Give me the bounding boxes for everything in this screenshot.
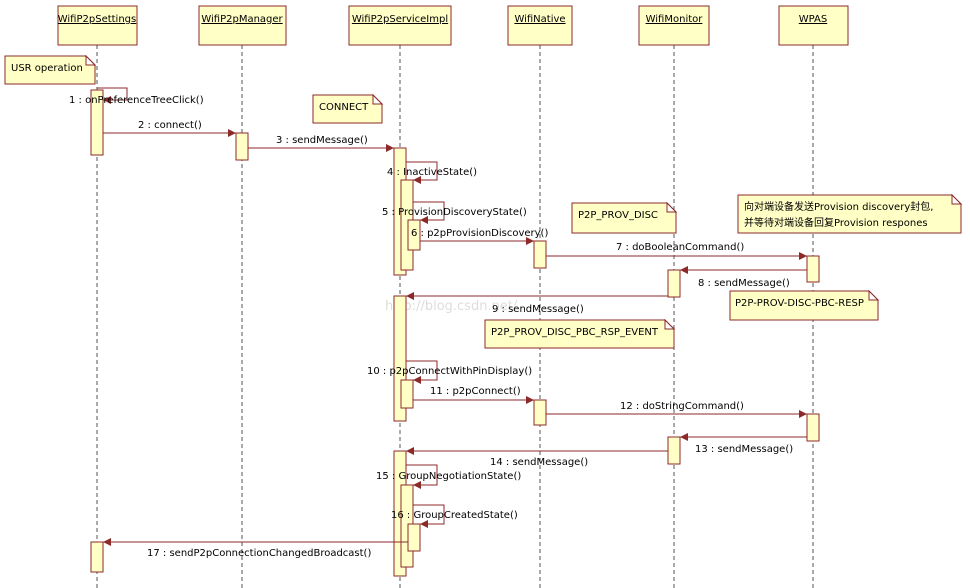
message-label-6: 6 : p2pProvisionDiscovery() (411, 228, 548, 239)
activation-manager-1 (235, 132, 249, 161)
message-label-1: 1 : onPreferenceTreeClick() (69, 95, 204, 106)
lifeline-wpas[interactable]: WPAS (778, 5, 849, 46)
activation-monitor-1 (667, 269, 681, 298)
note-p2p-prov-disc-pbc-resp[interactable]: P2P-PROV-DISC-PBC-RESP (729, 289, 880, 321)
message-label-17: 17 : sendP2pConnectionChangedBroadcast() (147, 548, 371, 559)
activation-monitor-2 (667, 436, 681, 465)
message-7[interactable]: 7 : doBooleanCommand() (546, 242, 807, 260)
message-1[interactable]: 1 : onPreferenceTreeClick() (69, 87, 204, 106)
message-label-5: 5 : ProvisionDiscoveryState() (382, 207, 527, 218)
note-provision-discovery[interactable]: 向对端设备发送Provision discovery封包, 并等待对端设备回复P… (737, 193, 963, 234)
message-10[interactable]: 10 : p2pConnectWithPinDisplay() (367, 360, 532, 384)
message-15[interactable]: 15 : GroupNegotiationState() (376, 464, 521, 489)
message-label-10: 10 : p2pConnectWithPinDisplay() (367, 366, 532, 377)
lifeline-label-wpas: WPAS (799, 14, 827, 25)
activation-bars (90, 89, 820, 577)
message-9[interactable]: 9 : sendMessage() (406, 292, 668, 315)
activation-settings-2 (90, 541, 104, 573)
activation-settings-1 (90, 89, 104, 156)
lifeline-native[interactable]: WifiNative (507, 5, 573, 46)
lifeline-settings[interactable]: WifiP2pSettings (57, 5, 138, 46)
watermark-text: http://blog.csdn.net/ (385, 299, 518, 314)
note-text-pbc-rsp-event: P2P_PROV_DISC_PBC_RSP_EVENT (491, 327, 659, 338)
activation-wpas-1 (806, 255, 820, 283)
lifeline-dashes (96, 45, 814, 588)
message-label-11: 11 : p2pConnect() (430, 386, 521, 397)
activation-native-2 (533, 399, 547, 426)
note-p2p-prov-disc[interactable]: P2P_PROV_DISC (571, 201, 678, 234)
message-label-12: 12 : doStringCommand() (620, 401, 744, 412)
lifeline-label-settings: WifiP2pSettings (58, 14, 137, 25)
message-11[interactable]: 11 : p2pConnect() (413, 386, 534, 404)
notes: USR operation CONNECT P2P_PROV_DISC 向对端设… (4, 54, 963, 349)
message-4[interactable]: 4 : InactiveState() (387, 161, 477, 184)
note-text-provision-line-1: 向对端设备发送Provision discovery封包, (744, 200, 933, 213)
message-8[interactable]: 8 : sendMessage() (680, 266, 807, 289)
message-14[interactable]: 14 : sendMessage() (406, 447, 668, 468)
activation-service-5 (400, 379, 414, 409)
message-label-7: 7 : doBooleanCommand() (616, 242, 744, 253)
message-2[interactable]: 2 : connect() (103, 120, 236, 137)
activation-native-1 (533, 240, 547, 269)
messages: 1 : onPreferenceTreeClick() 2 : connect(… (69, 87, 807, 559)
lifeline-label-native: WifiNative (514, 14, 565, 25)
note-text-provision-line-2: 并等待对端设备回复Provision respones (744, 216, 928, 229)
message-label-14: 14 : sendMessage() (490, 457, 588, 468)
message-label-3: 3 : sendMessage() (276, 135, 368, 146)
note-text-pbc-resp: P2P-PROV-DISC-PBC-RESP (735, 298, 864, 309)
note-text-p2p-prov-disc: P2P_PROV_DISC (578, 210, 658, 221)
message-label-9: 9 : sendMessage() (492, 304, 584, 315)
lifeline-service[interactable]: WifiP2pServiceImpl (348, 5, 452, 46)
lifeline-label-manager: WifiP2pManager (201, 14, 283, 25)
note-p2p-prov-disc-pbc-rsp-event[interactable]: P2P_PROV_DISC_PBC_RSP_EVENT (484, 318, 676, 349)
activation-wpas-2 (806, 413, 820, 442)
lifeline-headers: WifiP2pSettings WifiP2pManager WifiP2pSe… (57, 5, 849, 46)
message-label-13: 13 : sendMessage() (695, 444, 793, 455)
activation-service-8 (407, 523, 421, 552)
note-text-connect: CONNECT (319, 102, 369, 113)
message-13[interactable]: 13 : sendMessage() (680, 433, 807, 455)
lifeline-monitor[interactable]: WifiMonitor (638, 5, 710, 46)
note-usr-operation[interactable]: USR operation (4, 54, 97, 85)
note-text-usr-operation: USR operation (11, 63, 83, 74)
message-label-4: 4 : InactiveState() (387, 167, 477, 178)
lifeline-label-monitor: WifiMonitor (646, 14, 704, 25)
message-5[interactable]: 5 : ProvisionDiscoveryState() (382, 201, 527, 224)
lifeline-manager[interactable]: WifiP2pManager (198, 5, 287, 46)
message-label-8: 8 : sendMessage() (698, 278, 790, 289)
message-label-16: 16 : GroupCreatedState() (391, 510, 518, 521)
note-connect[interactable]: CONNECT (312, 93, 384, 124)
message-12[interactable]: 12 : doStringCommand() (546, 401, 807, 418)
message-6[interactable]: 6 : p2pProvisionDiscovery() (411, 228, 548, 245)
activation-service-3 (407, 219, 421, 251)
message-16[interactable]: 16 : GroupCreatedState() (391, 504, 518, 528)
message-label-2: 2 : connect() (138, 120, 202, 131)
message-3[interactable]: 3 : sendMessage() (248, 135, 394, 152)
message-17[interactable]: 17 : sendP2pConnectionChangedBroadcast() (103, 538, 408, 559)
message-label-15: 15 : GroupNegotiationState() (376, 471, 521, 482)
lifeline-label-service: WifiP2pServiceImpl (352, 14, 448, 25)
